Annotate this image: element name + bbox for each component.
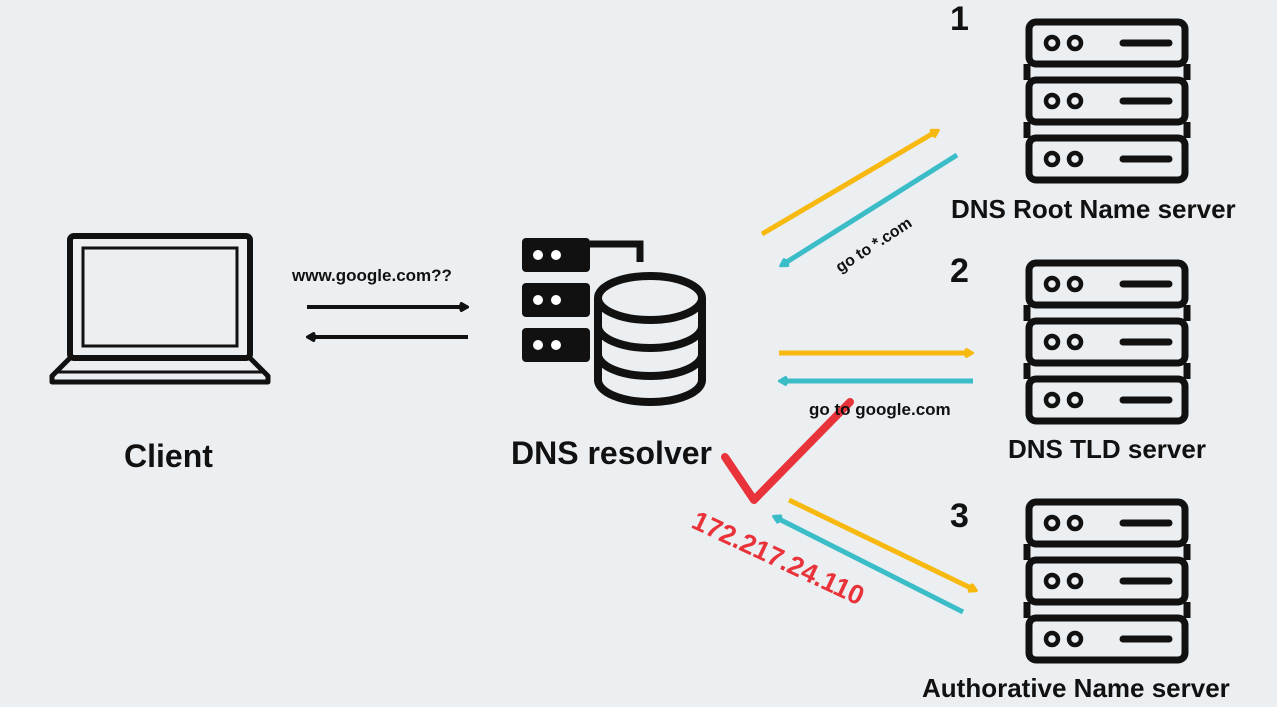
response-auth-arrow [775, 517, 965, 615]
tld-server-label: DNS TLD server [1008, 434, 1206, 464]
tld-server-icon [1027, 263, 1187, 421]
authoritative-server-label: Authorative Name server [922, 673, 1230, 703]
client-label: Client [124, 438, 213, 474]
authoritative-server-icon [1027, 502, 1187, 660]
step-1-number: 1 [950, 0, 969, 38]
checkmark-icon [721, 398, 854, 504]
request-auth-arrow [787, 497, 975, 590]
laptop-icon [49, 233, 271, 385]
request-root-arrow [760, 131, 937, 237]
query-label: www.google.com?? [292, 266, 452, 285]
step-2-number: 2 [950, 252, 969, 290]
response-root-arrow [782, 152, 959, 265]
tld-response-label: go to google.com [809, 400, 951, 419]
root-server-label: DNS Root Name server [951, 194, 1236, 224]
resolver-label: DNS resolver [511, 435, 712, 471]
root-server-icon [1027, 22, 1187, 180]
step-3-number: 3 [950, 497, 969, 535]
database-server-icon [522, 238, 706, 406]
